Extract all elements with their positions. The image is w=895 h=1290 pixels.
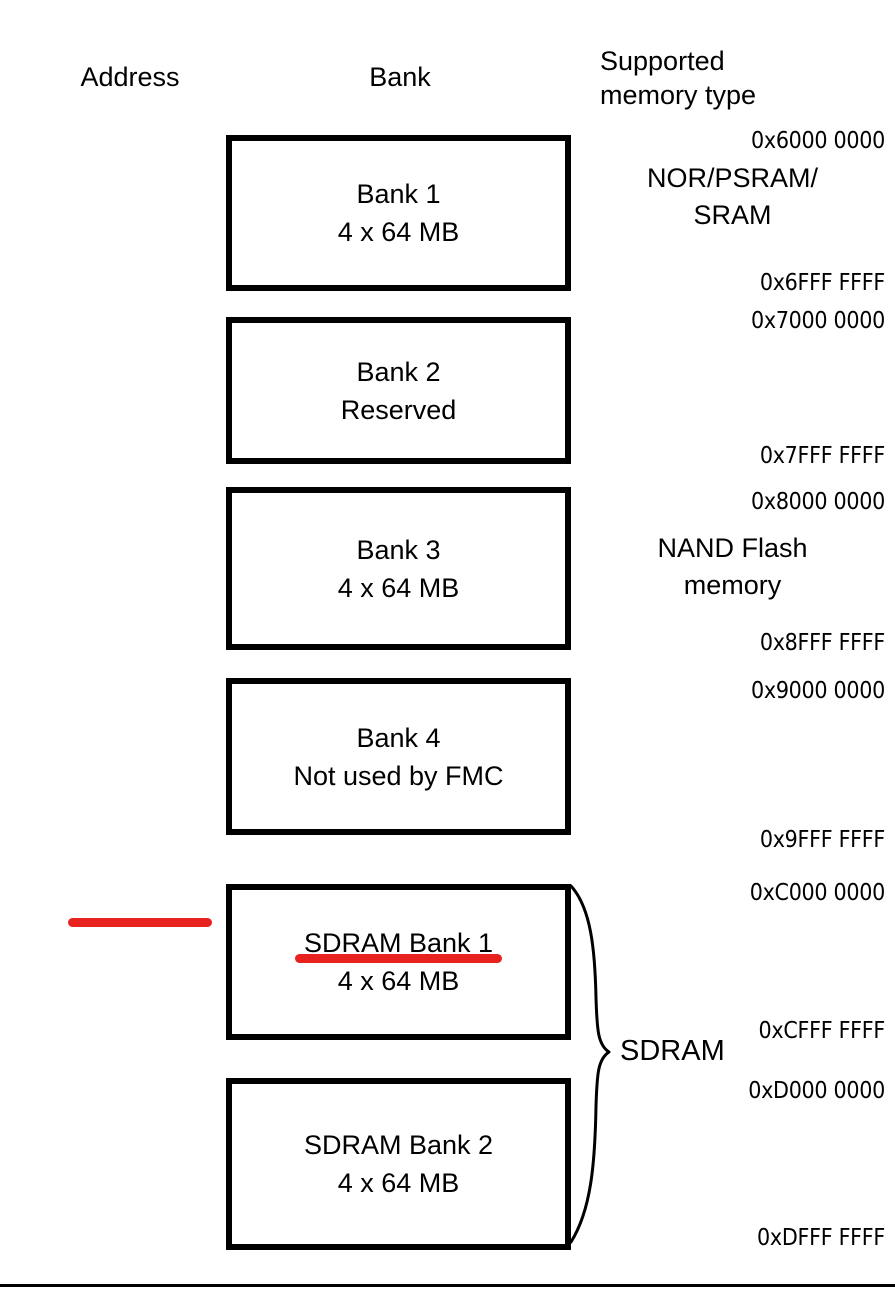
address-label-bank-3-start: 0x8000 0000 xyxy=(751,489,885,515)
column-header-address: Address xyxy=(80,62,180,92)
bank-box-sdram-bank-2: SDRAM Bank 2 4 x 64 MB xyxy=(226,1078,571,1250)
address-label-sdram-bank-2-end: 0xDFFF FFFF xyxy=(757,1225,885,1251)
address-label-sdram-bank-1-end: 0xCFFF FFFF xyxy=(758,1018,886,1044)
address-label-bank-4-start: 0x9000 0000 xyxy=(751,678,885,704)
bank-title: SDRAM Bank 2 xyxy=(303,1130,494,1160)
bank-subtitle: Reserved xyxy=(340,394,457,425)
address-label-bank-3-end: 0x8FFF FFFF xyxy=(759,630,885,656)
bank-title: Bank 4 xyxy=(356,722,441,753)
address-label-bank-1-start: 0x6000 0000 xyxy=(751,128,885,154)
bank-title: SDRAM Bank 1 xyxy=(294,924,503,963)
bank-title: Bank 1 xyxy=(356,179,441,209)
bank-subtitle: Not used by FMC xyxy=(293,760,504,791)
bank-subtitle: 4 x 64 MB xyxy=(337,572,460,603)
bank-box-bank-3: Bank 3 4 x 64 MB xyxy=(226,487,571,650)
address-label-bank-1-end: 0x6FFF FFFF xyxy=(759,270,885,296)
address-label-bank-4-end: 0x9FFF FFFF xyxy=(759,827,885,853)
memory-type-label-nand-flash: NAND Flash memory xyxy=(657,533,808,600)
bank-title: Bank 3 xyxy=(356,534,441,565)
bank-title: Bank 2 xyxy=(356,356,441,387)
address-highlight-marker xyxy=(68,918,212,927)
page-bottom-rule xyxy=(0,1284,895,1287)
bank-subtitle: 4 x 64 MB xyxy=(337,966,460,996)
bank-subtitle: 4 x 64 MB xyxy=(337,1168,460,1198)
bank-box-bank-4: Bank 4 Not used by FMC xyxy=(226,678,571,835)
address-label-sdram-bank-2-start: 0xD000 0000 xyxy=(748,1078,885,1104)
address-label-bank-2-end: 0x7FFF FFFF xyxy=(759,443,885,469)
curly-brace-icon xyxy=(569,884,611,1244)
address-label-bank-2-start: 0x7000 0000 xyxy=(751,308,885,334)
memory-type-label-sdram: SDRAM xyxy=(620,1035,725,1067)
bank-box-sdram-bank-1: SDRAM Bank 1 4 x 64 MB xyxy=(226,884,571,1040)
address-label-sdram-bank-1-start: 0xC000 0000 xyxy=(749,880,886,906)
column-header-supported-memory-type: Supported memory type xyxy=(600,46,757,110)
bank-subtitle: 4 x 64 MB xyxy=(337,217,460,247)
bank-box-bank-1: Bank 1 4 x 64 MB xyxy=(226,135,571,291)
column-header-bank: Bank xyxy=(369,62,431,92)
bank-box-bank-2: Bank 2 Reserved xyxy=(226,317,571,464)
sdram-grouping-brace xyxy=(565,880,625,1250)
memory-type-label-nor-psram-sram: NOR/PSRAM/ SRAM xyxy=(646,163,819,230)
